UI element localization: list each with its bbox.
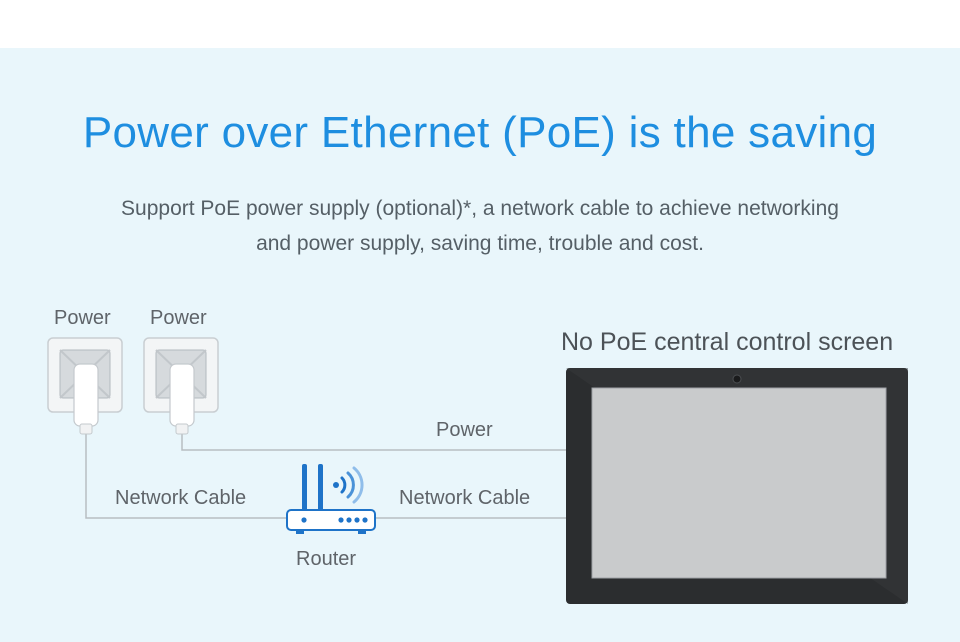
headline: Power over Ethernet (PoE) is the saving <box>82 108 878 157</box>
poe-panel: Power over Ethernet (PoE) is the saving … <box>0 48 960 642</box>
outlet-2-label: Power <box>150 307 207 329</box>
screen-label: No PoE central control screen <box>561 328 894 356</box>
subtitle: Support PoE power supply (optional)*, a … <box>60 191 900 261</box>
router-icon <box>286 464 376 534</box>
power-cable <box>181 430 566 451</box>
outlet-1-label: Power <box>54 307 111 329</box>
network-cable-left-label: Network Cable <box>115 487 247 509</box>
top-strip <box>0 0 960 48</box>
poe-diagram <box>47 337 908 604</box>
network-cable-left <box>85 430 290 519</box>
subtitle-line-2: and power supply, saving time, trouble a… <box>256 232 704 255</box>
camera-icon <box>732 374 742 384</box>
router-label: Router <box>296 548 357 570</box>
wifi-signal-icon <box>333 466 364 504</box>
network-cable-right-label: Network Cable <box>399 487 531 509</box>
subtitle-line-1: Support PoE power supply (optional)*, a … <box>121 197 839 220</box>
power-outlet-1-icon <box>47 337 123 435</box>
power-outlet-2-icon <box>143 337 219 435</box>
central-control-screen <box>566 368 908 604</box>
power-cable-label: Power <box>436 419 493 441</box>
screen-display <box>591 387 887 579</box>
